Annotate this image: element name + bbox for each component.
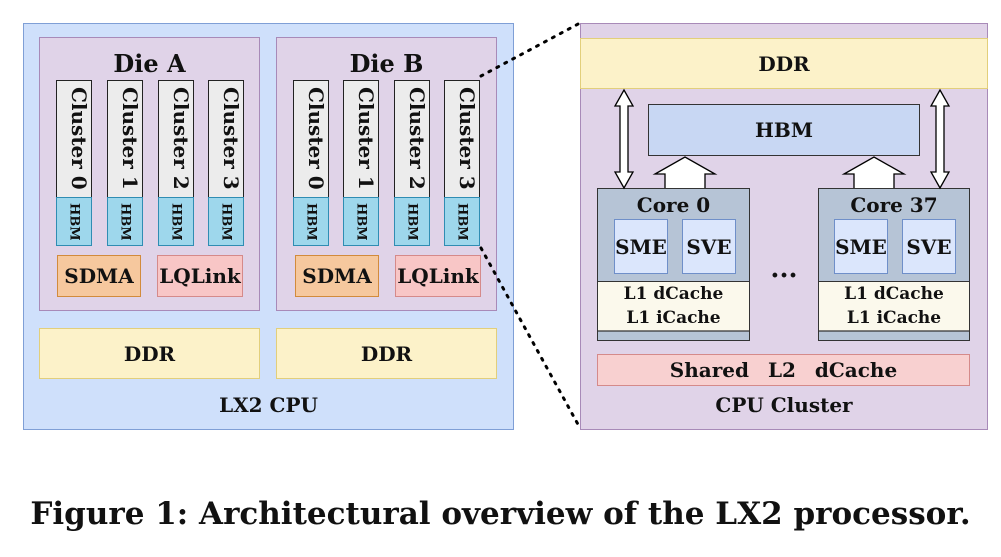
ddr-core-37-arrow: [929, 88, 951, 190]
ddr-core-0-arrow: [613, 88, 635, 190]
cluster-label: Cluster 1: [118, 87, 142, 190]
shared-l2-dcache: Shared L2 dCache: [597, 354, 970, 386]
l1-icache-label: L1 iCache: [846, 308, 942, 328]
cluster-label: Cluster 1: [354, 87, 378, 190]
core-0-sve: SVE: [682, 219, 736, 274]
die-b-hbm-2: HBM: [394, 197, 430, 246]
die-a-hbm-0: HBM: [56, 197, 92, 246]
core-0-title: Core 0: [636, 193, 711, 217]
cluster-label: Cluster 3: [455, 87, 479, 190]
die-a-hbm-2: HBM: [158, 197, 194, 246]
die-a-ddr: DDR: [39, 328, 260, 379]
hbm-label: HBM: [117, 202, 133, 241]
hbm-label: HBM: [454, 202, 470, 241]
die-b-hbm-0: HBM: [293, 197, 329, 246]
cluster-label: Cluster 0: [67, 87, 91, 190]
cluster-label: Cluster 2: [405, 87, 429, 190]
core-ellipsis: ...: [770, 254, 798, 284]
die-a-hbm-1: HBM: [107, 197, 143, 246]
hbm-label: HBM: [66, 202, 82, 241]
die-b-ddr: DDR: [276, 328, 497, 379]
core-37-hbm-arrow: [841, 156, 907, 188]
hbm-label: HBM: [218, 202, 234, 241]
cluster-label: Cluster 3: [219, 87, 243, 190]
core-37-title: Core 37: [850, 193, 938, 217]
hbm-label: HBM: [404, 202, 420, 241]
die-a-hbm-3: HBM: [208, 197, 244, 246]
hbm-label: HBM: [303, 202, 319, 241]
die-b-lqlink: LQLink: [395, 255, 481, 297]
cluster-ddr: DDR: [580, 38, 988, 89]
cluster-label: Cluster 2: [169, 87, 193, 190]
core-0-hbm-arrow: [652, 156, 718, 188]
core-37-bottom-strip: [819, 331, 969, 340]
die-b-hbm-3: HBM: [444, 197, 480, 246]
die-b-hbm-1: HBM: [343, 197, 379, 246]
cluster-hbm: HBM: [648, 104, 920, 156]
zoom-line-bottom: [479, 246, 582, 430]
core-37-l1-cache: L1 dCache L1 iCache: [819, 281, 969, 331]
hbm-label: HBM: [353, 202, 369, 241]
lx2-cpu-label: LX2 CPU: [219, 393, 318, 417]
core-0-l1-cache: L1 dCache L1 iCache: [598, 281, 749, 331]
figure-caption: Figure 1: Architectural overview of the …: [30, 496, 971, 532]
die-b-sdma: SDMA: [295, 255, 379, 297]
hbm-label: HBM: [168, 202, 184, 241]
l1-dcache-label: L1 dCache: [623, 284, 724, 304]
cluster-label: Cluster 0: [304, 87, 328, 190]
core-0-bottom-strip: [598, 331, 749, 340]
die-a-title: Die A: [113, 48, 186, 78]
core-0-sme: SME: [614, 219, 668, 274]
die-b-title: Die B: [349, 48, 424, 78]
die-a-lqlink: LQLink: [157, 255, 243, 297]
l1-dcache-label: L1 dCache: [844, 284, 944, 304]
core-37-sme: SME: [834, 219, 888, 274]
cpu-cluster-label: CPU Cluster: [715, 393, 853, 417]
core-37-sve: SVE: [902, 219, 956, 274]
die-a-sdma: SDMA: [57, 255, 141, 297]
l1-icache-label: L1 iCache: [626, 308, 721, 328]
zoom-line-top: [479, 21, 582, 78]
